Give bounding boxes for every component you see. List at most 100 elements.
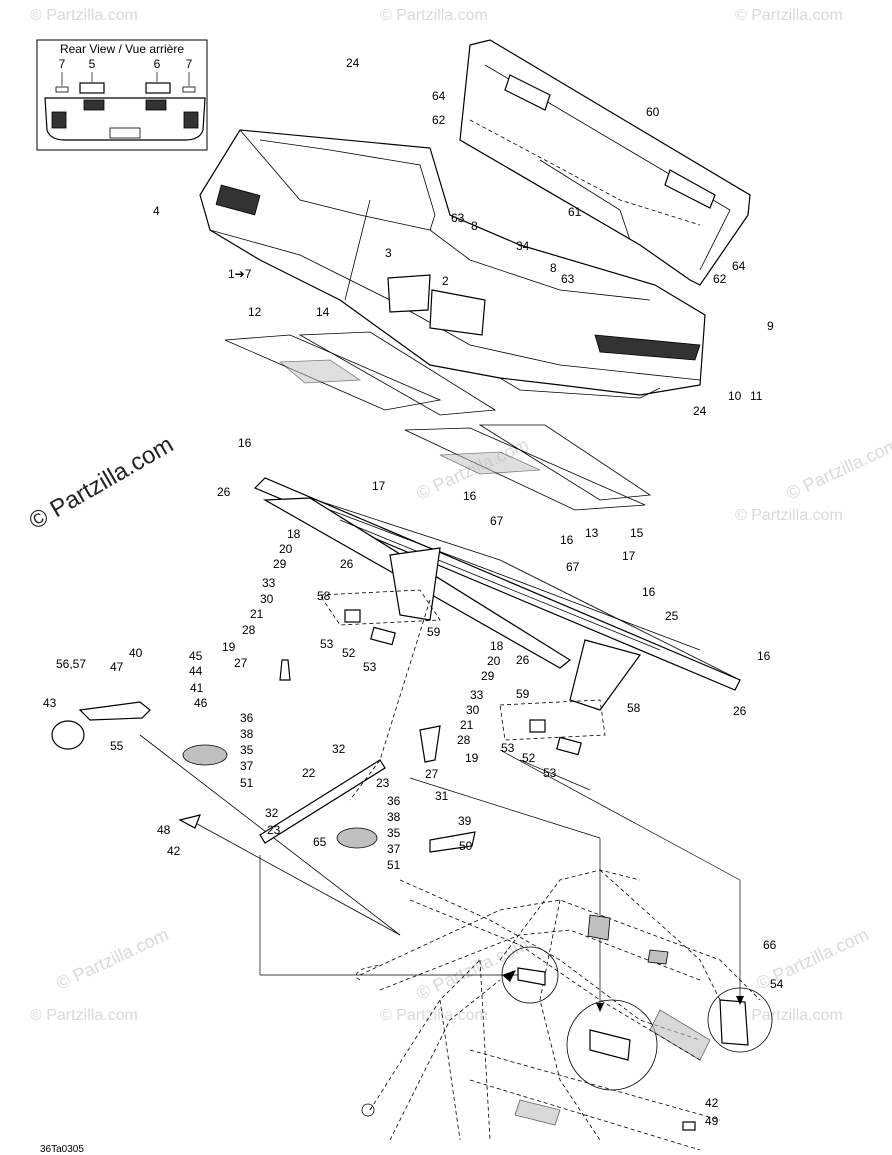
part-label: 8 xyxy=(471,219,478,233)
part-label: 51 xyxy=(240,776,254,790)
part-label: 60 xyxy=(646,105,660,119)
part-label: 23 xyxy=(267,823,281,837)
part-label: 18 xyxy=(287,527,301,541)
watermarks: © Partzilla.com © Partzilla.com © Partzi… xyxy=(25,7,892,1024)
part-label: 37 xyxy=(240,759,254,773)
part-label: 10 xyxy=(728,389,742,403)
part-label: 11 xyxy=(750,389,763,403)
part-label: 27 xyxy=(425,767,439,781)
part-label: 41 xyxy=(190,681,204,695)
plate-50 xyxy=(429,831,476,853)
cargo-box xyxy=(199,129,706,399)
inset-label: 6 xyxy=(154,57,161,71)
partzilla-logo-watermark: © Partzilla.com xyxy=(25,431,179,535)
part-label: 16 xyxy=(757,649,771,663)
liner-mats xyxy=(224,331,652,511)
part-label: 64 xyxy=(732,259,746,273)
part-label: 49 xyxy=(705,1114,719,1128)
part-label: 21 xyxy=(460,718,474,732)
part-label: 36 xyxy=(240,711,254,725)
part-label: 20 xyxy=(279,542,293,556)
part-label: 58 xyxy=(627,701,641,715)
watermark: © Partzilla.com xyxy=(413,934,531,1003)
part-label: 16 xyxy=(560,533,574,547)
part-label: 24 xyxy=(693,404,707,418)
part-label: 53 xyxy=(501,741,515,755)
part-label: 54 xyxy=(770,977,784,991)
part-label: 62 xyxy=(713,272,727,286)
part-label: 59 xyxy=(427,625,441,639)
part-label: 16 xyxy=(238,436,252,450)
tailgate-handle-slot xyxy=(504,74,551,111)
part-label: 28 xyxy=(242,623,256,637)
part-label: 58 xyxy=(317,589,331,603)
watermark: © Partzilla.com xyxy=(53,924,171,993)
detail-circle xyxy=(566,999,658,1091)
part-label: 38 xyxy=(387,810,401,824)
part-label: 64 xyxy=(432,89,446,103)
watermark: © Partzilla.com xyxy=(735,507,843,524)
part-label: 3 xyxy=(385,246,392,260)
watermark: © Partzilla.com xyxy=(783,434,892,503)
label-2 xyxy=(429,289,486,336)
part-label: 2 xyxy=(442,274,449,288)
part-label: 43 xyxy=(43,696,57,710)
watermark: © Partzilla.com xyxy=(380,7,488,24)
part-label: 1➔7 xyxy=(228,267,252,281)
part-label: 55 xyxy=(110,739,124,753)
inset-title: Rear View / Vue arrière xyxy=(60,42,184,56)
part-label: 24 xyxy=(346,56,360,70)
part-label: 26 xyxy=(340,557,354,571)
part-label: 53 xyxy=(543,766,557,780)
part-label: 22 xyxy=(302,766,316,780)
drawing-code: 36Ta0305 xyxy=(40,1144,84,1155)
part-label: 4 xyxy=(153,204,160,218)
tailgate-handle-slot xyxy=(664,169,716,209)
part-label: 53 xyxy=(363,660,377,674)
part-label: 12 xyxy=(248,305,262,319)
label-3 xyxy=(387,274,431,313)
part-label: 65 xyxy=(313,835,327,849)
part-label: 26 xyxy=(217,485,231,499)
inset-label: 5 xyxy=(89,57,96,71)
watermark: © Partzilla.com xyxy=(30,7,138,24)
part-label: 67 xyxy=(490,514,504,528)
part-label: 47 xyxy=(110,660,124,674)
part-label: 28 xyxy=(457,733,471,747)
part-label: 29 xyxy=(481,669,495,683)
tailgate-rear-view xyxy=(44,97,206,141)
part-label: 40 xyxy=(129,646,143,660)
part-label: 50 xyxy=(459,839,473,853)
part-label: 59 xyxy=(516,687,530,701)
part-label: 52 xyxy=(522,751,536,765)
part-label: 17 xyxy=(622,549,636,563)
part-label: 18 xyxy=(490,639,504,653)
part-label: 19 xyxy=(465,751,479,765)
part-label: 45 xyxy=(189,649,203,663)
inset-label: 7 xyxy=(186,57,193,71)
linkage-hardware xyxy=(51,589,741,1010)
part-label: 36 xyxy=(387,794,401,808)
part-label: 63 xyxy=(451,211,465,225)
part-label: 42 xyxy=(705,1096,719,1110)
part-label: 42 xyxy=(167,844,181,858)
part-label: 46 xyxy=(194,696,208,710)
part-label: 35 xyxy=(240,743,254,757)
part-label: 39 xyxy=(458,814,472,828)
part-label: 17 xyxy=(372,479,386,493)
detail-circle xyxy=(707,987,773,1053)
part-label: 26 xyxy=(733,704,747,718)
watermark: © Partzilla.com xyxy=(735,7,843,24)
arrows xyxy=(502,970,744,1012)
part-label: 52 xyxy=(342,646,356,660)
part-label: 14 xyxy=(316,305,330,319)
part-label: 15 xyxy=(630,526,644,540)
rear-view-inset: Rear View / Vue arrière 7 5 6 7 xyxy=(36,39,208,151)
part-label: 33 xyxy=(262,576,276,590)
part-label: 21 xyxy=(250,607,264,621)
part-label: 30 xyxy=(260,592,274,606)
watermark: © Partzilla.com xyxy=(30,1007,138,1024)
part-label: 32 xyxy=(265,806,279,820)
part-label: 51 xyxy=(387,858,401,872)
